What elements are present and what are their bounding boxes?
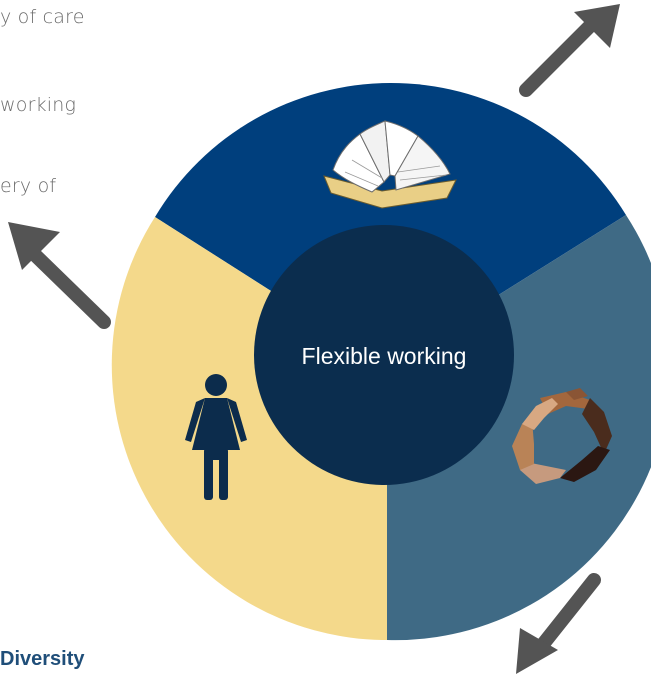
arrow-bottom [516, 573, 601, 674]
open-book-icon [323, 120, 457, 209]
center-label: Flexible working [302, 343, 467, 369]
segment-top [155, 82, 626, 366]
arrow-left [8, 222, 111, 329]
side-text-line-2: working [0, 94, 77, 116]
diversity-label: Diversity [0, 648, 85, 670]
joined-hands-icon [512, 388, 612, 484]
arrow-top-right [519, 4, 620, 97]
side-text-line-3: ery of [0, 175, 57, 197]
segment-right [387, 215, 651, 641]
side-text-line-1: y of care [0, 6, 85, 28]
female-person-icon [185, 374, 247, 500]
center-circle [254, 225, 514, 485]
